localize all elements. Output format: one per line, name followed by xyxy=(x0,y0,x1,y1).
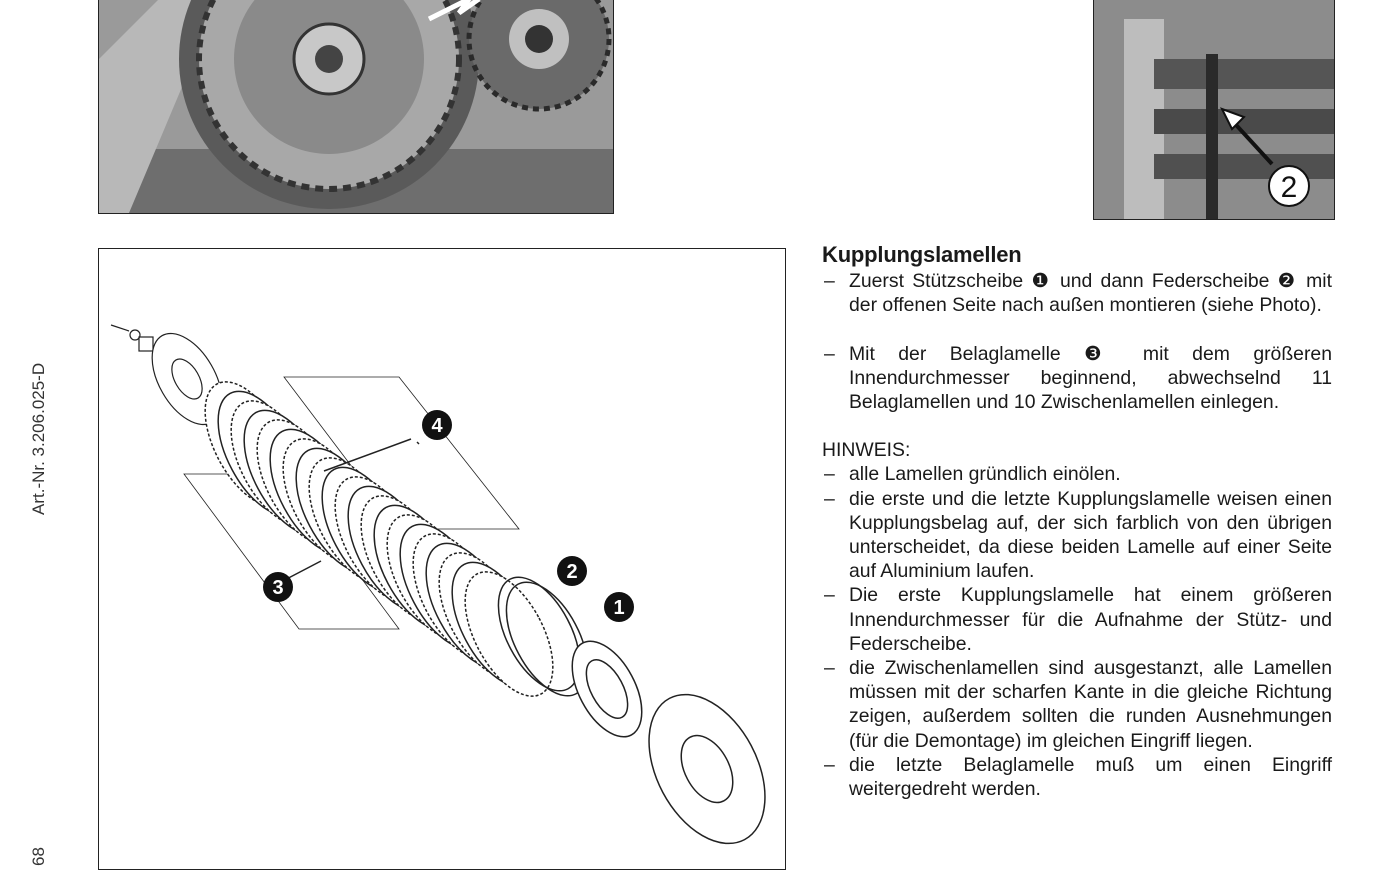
instructions-column: Kupplungslamellen –Zuerst Stützscheibe ❶… xyxy=(822,242,1332,801)
dash: – xyxy=(824,657,835,680)
step-text: Zuerst Stützscheibe ❶ und dann Federsche… xyxy=(849,270,1332,317)
step-text: Mit der Belaglamelle ❸ mit dem größeren … xyxy=(849,342,1332,414)
note-label: HINWEIS: xyxy=(822,439,911,462)
step-item: –Mit der Belaglamelle ❸ mit dem größeren… xyxy=(822,342,1332,415)
callout-3: 3 xyxy=(272,577,283,599)
note-item: –die erste und die letzte Kupplungslamel… xyxy=(822,487,1332,584)
clutch-plate xyxy=(464,571,554,697)
dash: – xyxy=(824,584,835,607)
dash: – xyxy=(824,487,835,510)
callout-1: 1 xyxy=(613,597,624,619)
section-title: Kupplungslamellen xyxy=(822,242,1022,267)
clutch-exploded-diagram: 1 2 3 4 xyxy=(98,248,786,870)
dash: – xyxy=(824,342,835,365)
callout-4: 4 xyxy=(431,415,443,437)
note-text: die Zwischenlamellen sind ausgestanzt, a… xyxy=(849,657,1332,752)
article-number: Art.-Nr. 3.206.025-D xyxy=(29,362,48,515)
note-text: Die erste Kupplungslamelle hat einem grö… xyxy=(849,584,1332,655)
clutch-housing-photo xyxy=(98,0,614,214)
note-text: alle Lamellen gründlich einölen. xyxy=(849,463,1121,486)
note-item: –alle Lamellen gründlich einölen. xyxy=(822,462,1332,486)
note-text: die letzte Belaglamelle muß um einen Ein… xyxy=(849,753,1332,801)
note-item: –Die erste Kupplungslamelle hat einem gr… xyxy=(822,583,1332,656)
note-text: die erste und die letzte Kupplungslamell… xyxy=(849,487,1332,583)
step-item: –Zuerst Stützscheibe ❶ und dann Federsch… xyxy=(822,269,1332,317)
dash: – xyxy=(824,270,835,293)
page-number: 68 xyxy=(29,847,48,866)
note-item: –die letzte Belaglamelle muß um einen Ei… xyxy=(822,753,1332,801)
callout-2: 2 xyxy=(566,561,577,583)
dash: – xyxy=(824,463,835,486)
spring-washer-photo: 2 xyxy=(1093,0,1335,220)
photo-callout-2: 2 xyxy=(1281,171,1298,204)
dash: – xyxy=(824,753,835,776)
note-item: –die Zwischenlamellen sind ausgestanzt, … xyxy=(822,656,1332,753)
